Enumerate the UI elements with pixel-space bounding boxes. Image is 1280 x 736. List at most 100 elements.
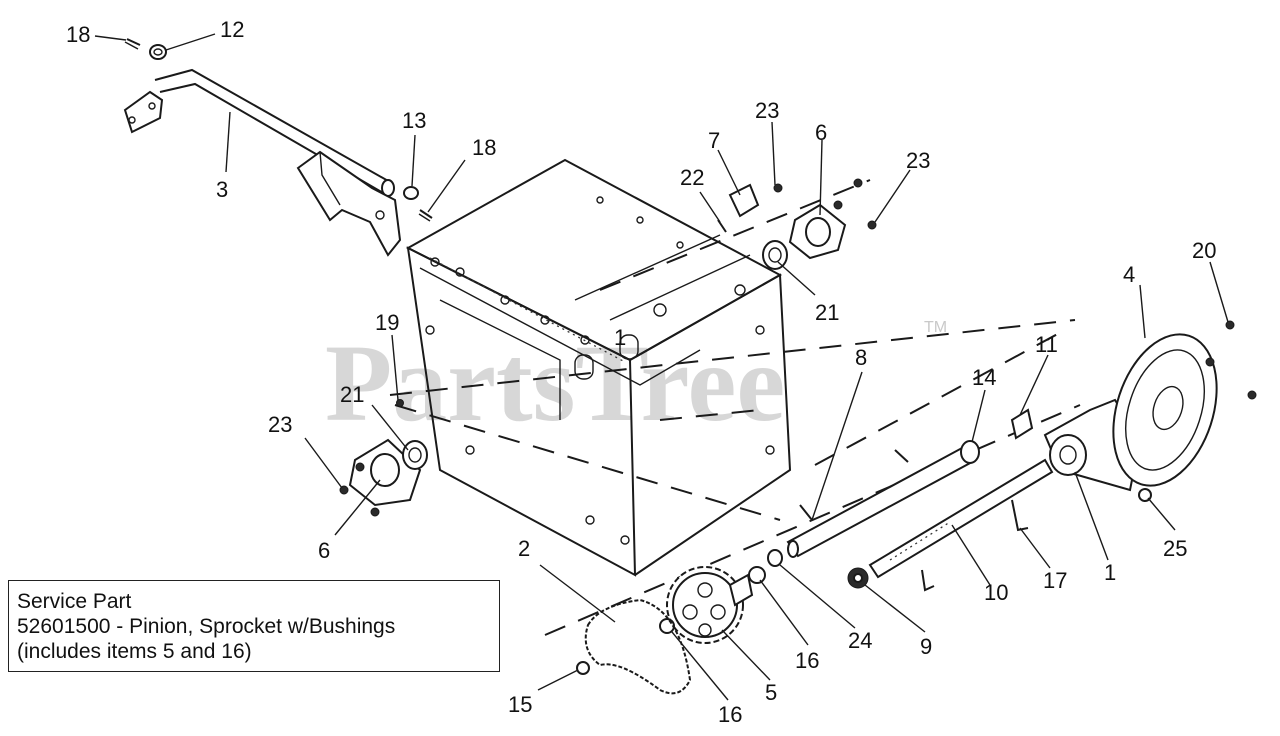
leader-16b bbox=[671, 631, 729, 701]
leader-3 bbox=[225, 111, 231, 173]
washer-24 bbox=[767, 549, 783, 567]
lever-tab-hole bbox=[128, 116, 136, 124]
callout-20: 20 bbox=[1192, 238, 1216, 263]
callout-6: 6 bbox=[815, 120, 827, 145]
shaft-10-body bbox=[868, 458, 1054, 579]
leader-15 bbox=[537, 669, 579, 691]
housing-top-rib-2 bbox=[609, 254, 751, 321]
leader-10 bbox=[951, 524, 991, 586]
spring-clip bbox=[921, 569, 935, 592]
lever-bracket-fold bbox=[319, 151, 341, 206]
key-clip bbox=[894, 449, 909, 463]
leader-25 bbox=[1147, 497, 1176, 531]
leader-18a bbox=[94, 35, 127, 41]
bushing-16-lower bbox=[659, 618, 675, 634]
leader-21b bbox=[371, 404, 409, 451]
left-bearing-assembly bbox=[339, 399, 428, 517]
housing-top-rib bbox=[574, 234, 721, 301]
housing-rail-upper bbox=[419, 267, 701, 386]
bracket-11 bbox=[1010, 408, 1034, 440]
leader-14 bbox=[971, 389, 986, 443]
lever-bracket-hole bbox=[375, 210, 385, 220]
sprocket-hole bbox=[697, 582, 713, 598]
housing-slot bbox=[619, 334, 639, 360]
bearing-21-upper-bore bbox=[768, 247, 782, 263]
leader-23c bbox=[304, 437, 343, 489]
leader-7 bbox=[717, 149, 741, 196]
bolt-23 bbox=[867, 220, 877, 230]
callout-23: 23 bbox=[755, 98, 779, 123]
leader-21a bbox=[777, 261, 816, 296]
washer-13 bbox=[403, 186, 419, 200]
bolt-23 bbox=[773, 183, 783, 193]
callout-2: 2 bbox=[518, 536, 530, 561]
bushing-16-upper bbox=[748, 566, 766, 584]
callout-19: 19 bbox=[375, 310, 399, 335]
bolt-20 bbox=[1247, 390, 1257, 400]
axis-left-shaft bbox=[394, 404, 781, 521]
leader-12 bbox=[165, 33, 216, 51]
sprocket-hole bbox=[682, 604, 698, 620]
hairpin-18-top-b bbox=[124, 41, 139, 50]
callout-13: 13 bbox=[402, 108, 426, 133]
lever-rod-upper bbox=[154, 68, 391, 183]
leader-1b bbox=[1074, 471, 1109, 561]
drive-shaft-10 bbox=[847, 458, 1054, 592]
callout-11: 11 bbox=[1035, 332, 1058, 357]
sprocket-hole bbox=[710, 604, 726, 620]
housing-hole bbox=[636, 216, 644, 224]
callout-7: 7 bbox=[708, 128, 720, 153]
service-part-line-1: 52601500 - Pinion, Sprocket w/Bushings bbox=[17, 615, 396, 638]
callout-10: 10 bbox=[984, 580, 1008, 605]
shaft-8-end bbox=[787, 540, 799, 558]
callout-6: 6 bbox=[318, 538, 330, 563]
leader-11 bbox=[1019, 354, 1049, 416]
washer-15 bbox=[576, 661, 590, 675]
callout-24: 24 bbox=[848, 628, 872, 653]
housing-hole bbox=[465, 445, 475, 455]
housing-hole bbox=[596, 196, 604, 204]
callout-9: 9 bbox=[920, 634, 932, 659]
drive-disc-center bbox=[1152, 385, 1184, 431]
key-clip bbox=[799, 504, 813, 521]
housing-hole bbox=[425, 325, 435, 335]
spacer-14 bbox=[960, 440, 980, 464]
callout-21: 21 bbox=[340, 382, 364, 407]
watermark-trademark: TM bbox=[924, 319, 947, 336]
callout-22: 22 bbox=[680, 165, 704, 190]
lever-bracket bbox=[296, 150, 402, 257]
hairpin-18-top bbox=[126, 38, 141, 46]
callout-12: 12 bbox=[220, 17, 244, 42]
housing-hole bbox=[765, 445, 775, 455]
watermark-text: PartsTree bbox=[325, 322, 785, 444]
callout-25: 25 bbox=[1163, 536, 1187, 561]
housing-slot bbox=[574, 354, 594, 380]
leader-22 bbox=[699, 191, 721, 223]
drive-disc-inner bbox=[1125, 349, 1205, 471]
bolt-23-left bbox=[355, 462, 365, 472]
callout-15: 15 bbox=[508, 692, 532, 717]
housing-hole bbox=[580, 335, 590, 345]
leader-5 bbox=[721, 629, 771, 681]
housing-right-face bbox=[629, 273, 792, 576]
callout-8: 8 bbox=[855, 345, 867, 370]
callouts: 18 12 3 13 18 7 22 23 6 23 21 4 20 19 1 … bbox=[66, 17, 1216, 727]
housing-hole bbox=[653, 303, 667, 317]
leader-4 bbox=[1139, 284, 1146, 339]
service-part-note: Service Part 52601500 - Pinion, Sprocket… bbox=[8, 580, 500, 672]
sprocket-assembly bbox=[659, 549, 783, 644]
callout-23: 23 bbox=[906, 148, 930, 173]
leader-23b bbox=[874, 169, 911, 223]
leader-lines bbox=[94, 33, 1229, 701]
housing-hole bbox=[455, 267, 465, 277]
watermark: PartsTree TM bbox=[325, 319, 947, 444]
leader-17 bbox=[1019, 527, 1051, 569]
flange-bearing-6-hub bbox=[805, 217, 831, 247]
bearing-plate-bore bbox=[1059, 445, 1077, 465]
axis-right-plate bbox=[814, 329, 1066, 466]
lever-tab-hole bbox=[148, 102, 156, 110]
hairpin-18-mid bbox=[419, 209, 433, 219]
shift-lever-rod bbox=[123, 68, 402, 257]
callout-5: 5 bbox=[765, 680, 777, 705]
axle-shaft-8 bbox=[786, 440, 980, 558]
